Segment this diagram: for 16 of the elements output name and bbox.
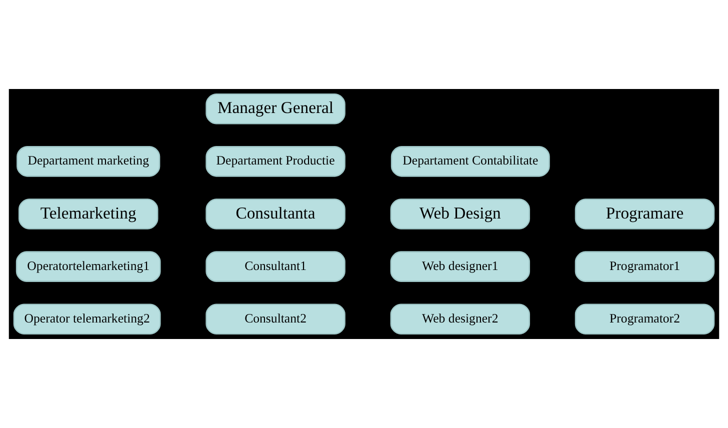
node-box: Web designer2 bbox=[390, 304, 530, 334]
node-box: Manager General bbox=[206, 94, 346, 124]
node-box: Web Design bbox=[390, 198, 530, 230]
node-box: Departament marketing bbox=[16, 146, 160, 177]
node-box: Programator2 bbox=[574, 304, 715, 334]
node-box: Consultant2 bbox=[206, 304, 346, 334]
node-box: Operator telemarketing2 bbox=[13, 304, 161, 334]
node-box: Operatortelemarketing1 bbox=[16, 251, 161, 282]
node-box: Consultanta bbox=[206, 198, 346, 230]
node-box: Telemarketing bbox=[18, 198, 158, 230]
node-box: Departament Contabilitate bbox=[390, 146, 550, 177]
node-box: Programator1 bbox=[574, 251, 715, 282]
node-box: Programare bbox=[574, 198, 715, 230]
node-box: Consultant1 bbox=[206, 251, 346, 282]
node-box: Departament Productie bbox=[206, 146, 346, 177]
node-box: Web designer1 bbox=[390, 251, 530, 282]
